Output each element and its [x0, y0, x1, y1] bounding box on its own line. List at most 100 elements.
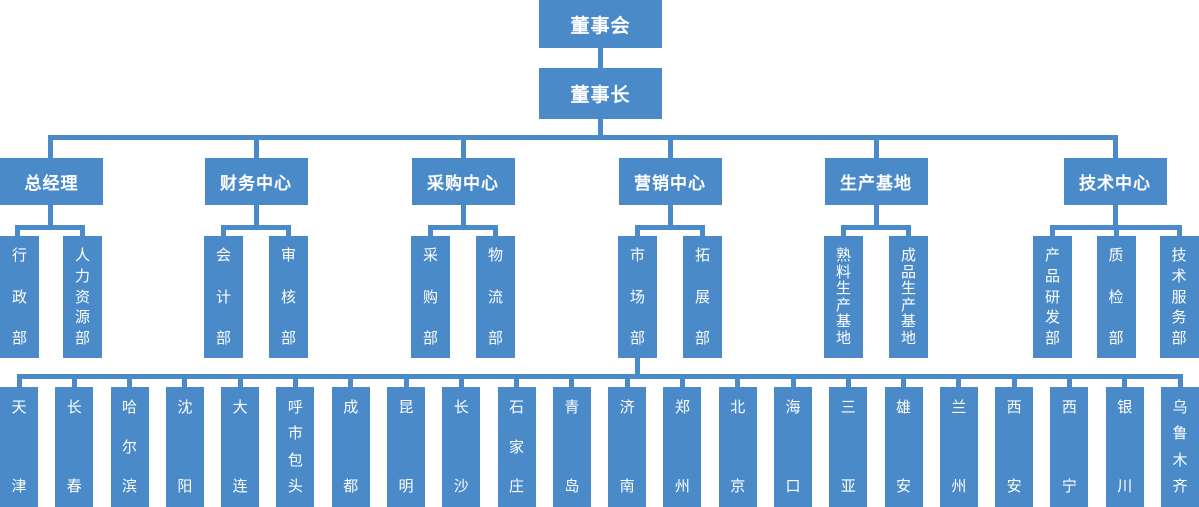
office-drop-connector [1177, 379, 1183, 387]
vertical-label-char: 部 [1044, 330, 1060, 347]
children-horizontal-connector [221, 225, 291, 230]
child-drop-connector [1050, 230, 1055, 236]
vertical-label-char: 郑 [674, 399, 690, 416]
division-drop-connector [873, 140, 879, 158]
vertical-label-char: 津 [11, 478, 27, 495]
office-drop-connector [127, 379, 133, 387]
vertical-label-char: 服 [1171, 288, 1187, 306]
vertical-label-char: 料 [835, 263, 851, 281]
dept-box-market-dept: 市场部 [618, 236, 657, 358]
vertical-label-char: 展 [694, 288, 710, 306]
office-drop-connector [1066, 379, 1072, 387]
division-child-stub [253, 205, 259, 225]
vertical-label-char: 家 [509, 438, 525, 456]
vertical-label-char: 口 [785, 478, 801, 495]
vertical-label-char: 明 [398, 478, 414, 495]
vertical-label-char: 市 [287, 425, 303, 443]
child-drop-connector [80, 230, 85, 236]
vertical-label-char: 力 [74, 267, 90, 285]
vertical-label-char: 长 [453, 399, 469, 416]
vertical-label-char: 采 [422, 247, 438, 264]
vertical-label-char: 沙 [453, 478, 469, 495]
dept-box-admin-dept: 行政部 [0, 236, 39, 358]
vertical-label-char: 昆 [398, 399, 414, 416]
dept-box-quality-inspection-dept: 质检部 [1096, 236, 1136, 358]
office-drop-connector [182, 379, 188, 387]
vertical-label-char: 亚 [840, 478, 856, 495]
vertical-label-char: 资 [74, 288, 90, 306]
vertical-label-char: 场 [629, 288, 645, 306]
vertical-label-char: 天 [11, 399, 27, 416]
office-drop-connector [624, 379, 630, 387]
vertical-label-char: 岛 [564, 478, 580, 495]
child-drop-connector [15, 230, 20, 236]
office-box-beijing: 北京 [718, 387, 757, 507]
chairman-box: 董事长 [539, 68, 662, 119]
vertical-label-char: 技 [1171, 247, 1187, 264]
child-drop-connector [221, 230, 226, 236]
children-horizontal-connector [15, 225, 85, 230]
vertical-label-char: 会 [215, 247, 231, 264]
board-chairman-connector [598, 48, 603, 68]
child-drop-connector [428, 230, 433, 236]
vertical-label-char: 产 [900, 296, 916, 314]
vertical-label-char: 基 [900, 313, 916, 331]
vertical-label-char: 呼 [287, 399, 303, 416]
vertical-label-char: 木 [1172, 451, 1188, 469]
vertical-label-char: 安 [896, 478, 912, 495]
office-drop-connector [790, 379, 796, 387]
children-horizontal-connector [635, 225, 705, 230]
office-drop-connector [403, 379, 409, 387]
child-drop-connector [286, 230, 291, 236]
chairman-trunk-connector [598, 119, 603, 135]
office-drop-connector [348, 379, 354, 387]
vertical-label-char: 人 [74, 247, 90, 264]
office-drop-connector [735, 379, 741, 387]
vertical-label-char: 部 [422, 330, 438, 347]
vertical-label-char: 沈 [177, 399, 193, 416]
vertical-label-char: 京 [730, 478, 746, 495]
vertical-label-char: 源 [74, 309, 90, 327]
division-child-stub [667, 205, 673, 225]
vertical-label-char: 部 [215, 330, 231, 347]
office-drop-connector [1011, 379, 1017, 387]
vertical-label-char: 拓 [694, 247, 710, 264]
vertical-label-char: 部 [1171, 330, 1187, 347]
vertical-label-char: 大 [232, 399, 248, 416]
vertical-label-char: 计 [215, 288, 231, 306]
vertical-label-char: 熟 [835, 247, 851, 264]
office-box-shijiazhuang: 石家庄 [497, 387, 536, 507]
division-child-stub [873, 205, 879, 225]
vertical-label-char: 产 [1044, 247, 1060, 264]
office-box-sanya: 三亚 [829, 387, 868, 507]
office-box-xiongan: 雄安 [884, 387, 923, 507]
office-box-tianjin: 天津 [0, 387, 38, 507]
division-box-general-manager: 总经理 [0, 158, 103, 205]
office-drop-connector [956, 379, 962, 387]
division-drop-connector [460, 140, 466, 158]
dept-box-purchasing-dept: 采购部 [411, 236, 450, 358]
dept-box-product-rd-dept: 产品研发部 [1033, 236, 1072, 358]
dept-box-audit-dept: 审核部 [269, 236, 308, 358]
vertical-label-char: 安 [1006, 478, 1022, 495]
dept-box-clinker-production-base: 熟料生产基地 [824, 236, 863, 358]
office-box-changchun: 长春 [55, 387, 94, 507]
vertical-label-char: 滨 [122, 478, 138, 495]
vertical-label-char: 部 [694, 330, 710, 347]
vertical-label-char: 庄 [509, 478, 525, 495]
dept-box-finished-product-base: 成品生产基地 [889, 236, 928, 358]
children-horizontal-connector [428, 225, 498, 230]
office-box-wulumuqi: 乌鲁木齐 [1161, 387, 1199, 507]
vertical-label-char: 地 [900, 329, 916, 347]
division-box-procurement-center: 采购中心 [411, 158, 515, 205]
vertical-label-char: 成 [900, 247, 916, 264]
vertical-label-char: 银 [1117, 399, 1133, 416]
vertical-label-char: 检 [1108, 288, 1124, 306]
vertical-label-char: 政 [11, 288, 27, 306]
division-box-finance-center: 财务中心 [204, 158, 308, 205]
vertical-label-char: 阳 [177, 478, 193, 495]
vertical-label-char: 质 [1108, 247, 1124, 264]
vertical-label-char: 南 [619, 478, 635, 495]
vertical-label-char: 购 [422, 288, 438, 306]
